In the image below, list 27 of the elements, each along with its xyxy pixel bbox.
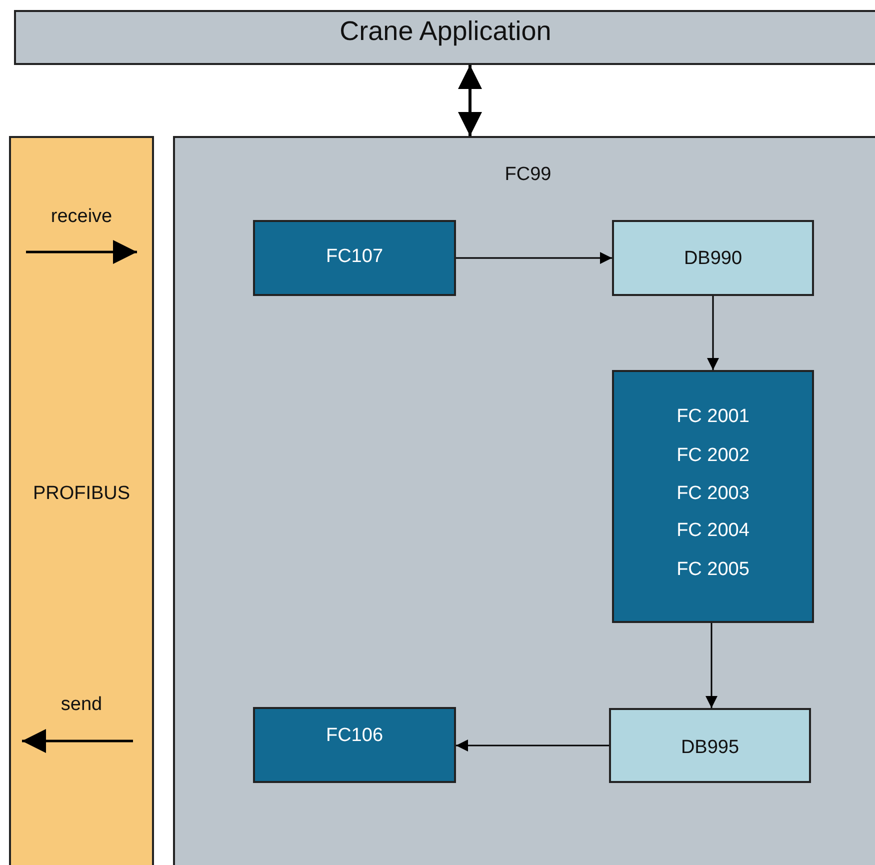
function-block	[253, 220, 456, 296]
node-label: send	[60, 694, 102, 716]
node-label: PROFIBUS	[32, 483, 130, 505]
arrow	[456, 252, 612, 264]
arrow	[706, 623, 718, 708]
function-block-list	[612, 370, 814, 623]
bus-panel	[9, 136, 154, 865]
application-bar	[14, 10, 875, 65]
node-label: DB995	[680, 737, 740, 759]
function-container	[173, 136, 875, 865]
arrow	[458, 65, 482, 136]
node-label: FC107	[326, 246, 384, 268]
node-label: FC 2004	[676, 520, 750, 542]
node-label: FC 2001	[676, 406, 750, 428]
node-label: FC106	[326, 725, 384, 747]
data-block	[609, 708, 811, 783]
node-label: Crane Application	[340, 16, 552, 47]
node-label: FC 2005	[676, 559, 750, 581]
arrow	[707, 296, 719, 370]
node-label: FC 2003	[676, 483, 750, 505]
node-label: DB990	[684, 248, 742, 270]
arrow	[456, 740, 609, 752]
data-block	[612, 220, 814, 296]
node-label: FC 2002	[676, 445, 750, 467]
node-label: FC99	[504, 164, 552, 186]
node-label: receive	[50, 206, 112, 228]
function-block	[253, 707, 456, 783]
